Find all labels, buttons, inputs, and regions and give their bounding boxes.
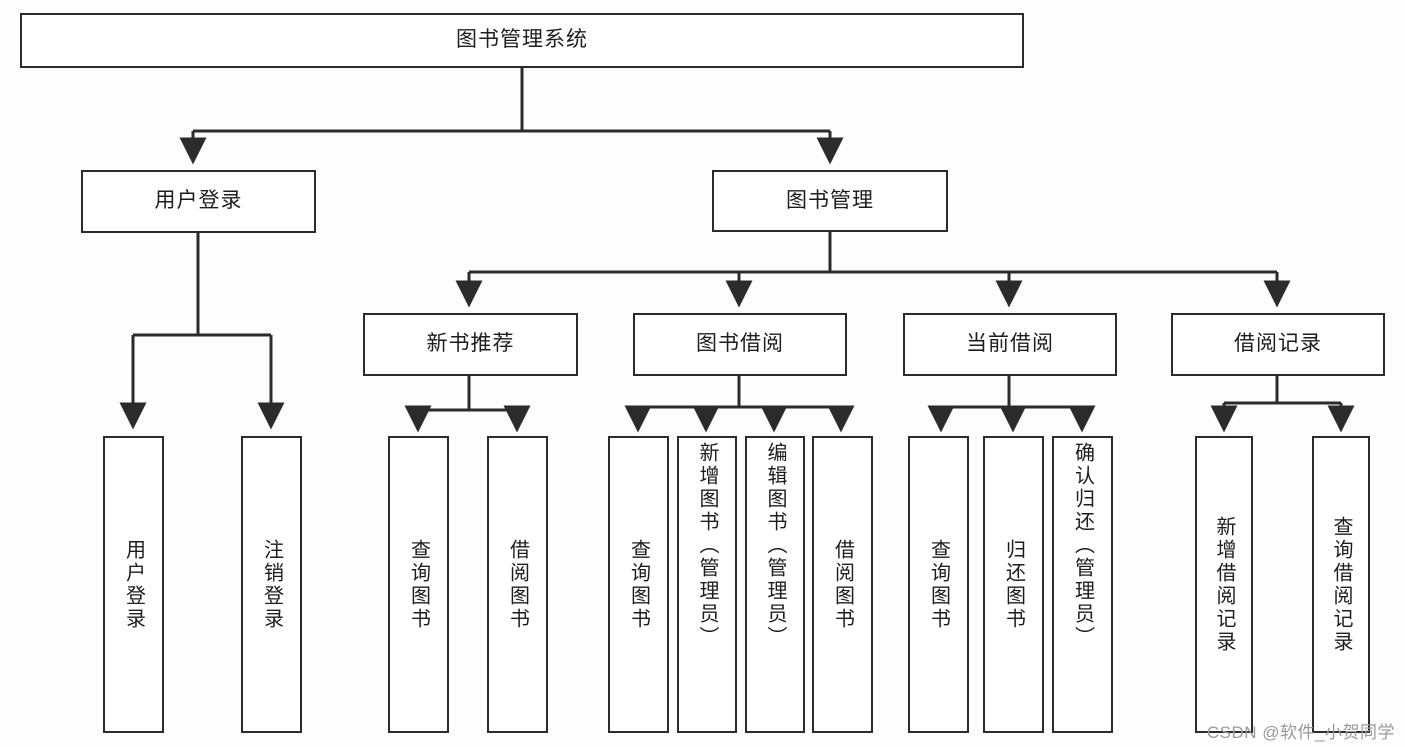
node-book-management-label: 图书管理: [786, 188, 874, 212]
leaf-borrow-edit-book-label: 编辑图书（管理员）: [764, 442, 786, 649]
leaf-record-add-record[interactable]: 新增借阅记录: [1195, 436, 1253, 733]
leaf-user-login-signin[interactable]: 用户登录: [103, 436, 164, 733]
leaf-current-confirm-return[interactable]: 确认归还（管理员）: [1052, 436, 1113, 733]
node-book-management[interactable]: 图书管理: [712, 170, 948, 232]
leaf-borrow-borrow-book[interactable]: 借阅图书: [812, 436, 873, 733]
leaf-current-return-book-label: 归还图书: [1002, 538, 1025, 631]
leaf-borrow-add-book-label: 新增图书（管理员）: [696, 442, 718, 649]
node-current-borrow[interactable]: 当前借阅: [903, 313, 1117, 376]
leaf-record-query-record-label: 查询借阅记录: [1330, 515, 1352, 654]
leaf-borrow-add-book[interactable]: 新增图书（管理员）: [677, 436, 737, 733]
leaf-borrow-query-book-label: 查询图书: [627, 538, 650, 631]
node-current-borrow-label: 当前借阅: [966, 332, 1054, 356]
leaf-current-return-book[interactable]: 归还图书: [983, 436, 1044, 733]
leaf-recommend-borrow-book-label: 借阅图书: [506, 538, 529, 631]
leaf-recommend-query-book-label: 查询图书: [407, 538, 430, 631]
leaf-current-query-book-label: 查询图书: [927, 538, 950, 631]
node-book-borrow[interactable]: 图书借阅: [633, 313, 847, 376]
watermark-text: CSDN @软件_小贺同学: [1206, 723, 1395, 742]
leaf-borrow-query-book[interactable]: 查询图书: [608, 436, 669, 733]
leaf-borrow-edit-book[interactable]: 编辑图书（管理员）: [745, 436, 805, 733]
leaf-record-query-record[interactable]: 查询借阅记录: [1312, 436, 1370, 733]
node-borrow-record-label: 借阅记录: [1234, 332, 1322, 356]
leaf-user-login-signin-label: 用户登录: [122, 538, 145, 631]
leaf-record-add-record-label: 新增借阅记录: [1213, 515, 1235, 654]
leaf-recommend-borrow-book[interactable]: 借阅图书: [487, 436, 548, 733]
node-user-login[interactable]: 用户登录: [81, 170, 316, 233]
leaf-user-login-signout[interactable]: 注销登录: [241, 436, 302, 733]
node-root-label: 图书管理系统: [456, 28, 588, 52]
node-user-login-label: 用户登录: [154, 189, 243, 213]
node-borrow-record[interactable]: 借阅记录: [1171, 313, 1385, 376]
node-new-book-recommend[interactable]: 新书推荐: [363, 313, 578, 376]
leaf-borrow-borrow-book-label: 借阅图书: [831, 538, 854, 631]
node-new-book-recommend-label: 新书推荐: [426, 332, 515, 356]
leaf-user-login-signout-label: 注销登录: [260, 538, 283, 631]
leaf-current-confirm-return-label: 确认归还（管理员）: [1071, 442, 1094, 649]
node-root[interactable]: 图书管理系统: [20, 13, 1024, 68]
leaf-current-query-book[interactable]: 查询图书: [908, 436, 969, 733]
leaf-recommend-query-book[interactable]: 查询图书: [388, 436, 449, 733]
node-book-borrow-label: 图书借阅: [696, 332, 784, 356]
